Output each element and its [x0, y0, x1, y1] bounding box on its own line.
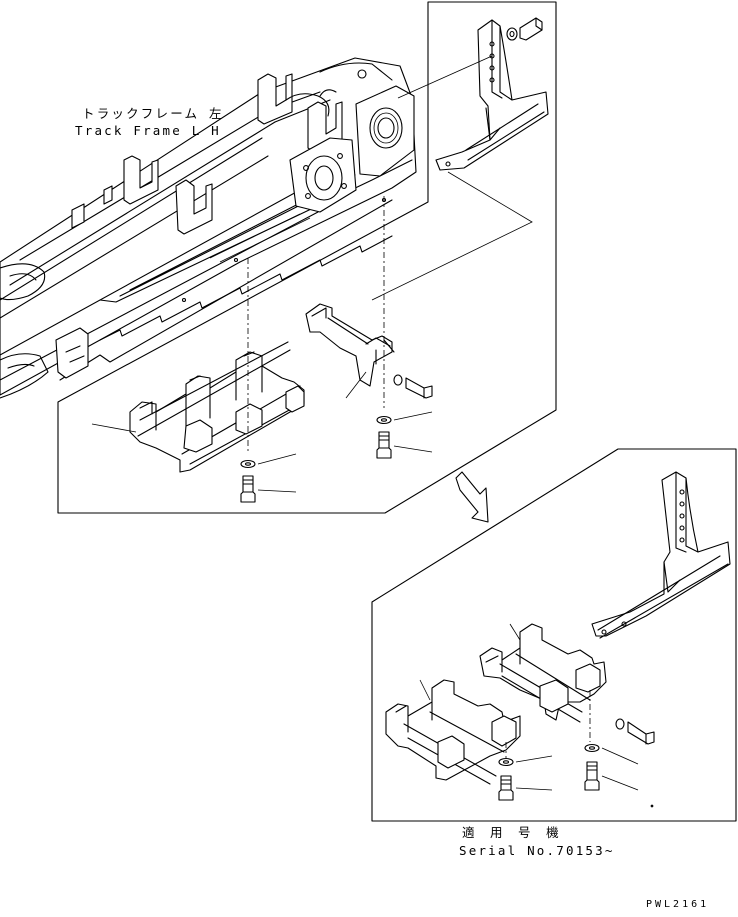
track-frame [0, 57, 417, 399]
serial-label-en: Serial No.70153~ [459, 843, 615, 858]
guard-assembly-upper-large [91, 258, 305, 473]
hardware-upper [240, 411, 433, 503]
guard-assembly-lower-right [479, 623, 655, 745]
rear-guard-lower [591, 471, 731, 639]
arrow-down-icon [455, 471, 489, 523]
serial-label-jp: 適 用 号 機 [462, 825, 563, 840]
guard-assembly-lower-left [385, 679, 521, 785]
track-frame-label-jp: トラックフレーム 左 [82, 106, 224, 121]
rear-guard-upper [371, 17, 549, 301]
upper-callout-frame [57, 1, 557, 514]
guard-bracket-upper-small [305, 196, 433, 408]
lower-callout-frame [371, 448, 737, 822]
drawing-code: PWL2161 [646, 899, 710, 910]
hardware-lower [498, 743, 654, 808]
track-frame-label-en: Track Frame L H [75, 123, 221, 138]
